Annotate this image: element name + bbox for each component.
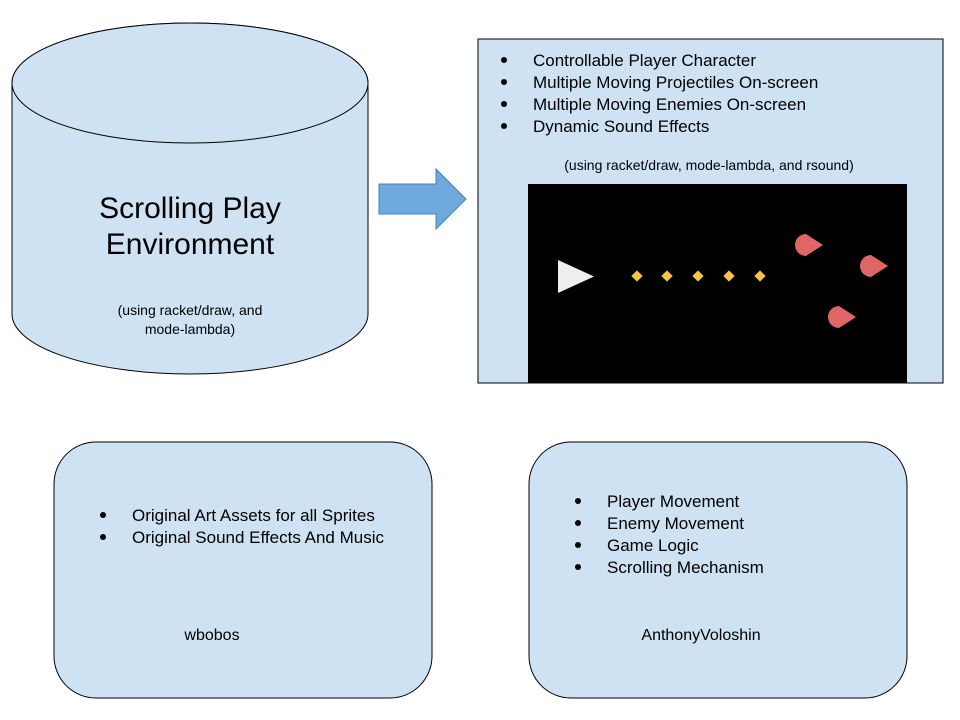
bullet-icon bbox=[575, 542, 581, 548]
feature-item: Multiple Moving Projectiles On-screen bbox=[533, 73, 818, 92]
bullet-icon bbox=[575, 498, 581, 504]
teardrop-icon bbox=[860, 255, 888, 277]
cylinder-note-line1: (using racket/draw, and bbox=[118, 302, 263, 318]
cylinder-title-line1: Scrolling Play bbox=[99, 192, 281, 225]
cylinder-title-line2: Environment bbox=[106, 228, 275, 261]
bullet-icon bbox=[100, 512, 106, 518]
teardrop-icon bbox=[828, 306, 856, 328]
anthony-item: Enemy Movement bbox=[607, 514, 744, 533]
diamond-icon bbox=[723, 270, 735, 282]
right-arrow bbox=[378, 167, 467, 231]
diamond-icon bbox=[692, 270, 704, 282]
features-box: Controllable Player Character Multiple M… bbox=[477, 38, 944, 384]
wbobos-box: Original Art Assets for all Sprites Orig… bbox=[53, 441, 433, 699]
bullet-icon bbox=[501, 57, 507, 63]
anthony-box-bg bbox=[528, 441, 908, 699]
cylinder-note-line2: mode-lambda) bbox=[145, 321, 235, 337]
anthony-item: Scrolling Mechanism bbox=[607, 558, 764, 577]
bullet-icon bbox=[501, 101, 507, 107]
anthony-name: AnthonyVoloshin bbox=[641, 627, 760, 644]
wbobos-name: wbobos bbox=[183, 627, 239, 644]
environment-cylinder: Scrolling Play Environment (using racket… bbox=[11, 22, 369, 375]
bullet-icon bbox=[575, 520, 581, 526]
wbobos-box-bg bbox=[53, 441, 433, 699]
bullet-icon bbox=[501, 123, 507, 129]
wbobos-item: Original Sound Effects And Music bbox=[132, 528, 384, 547]
anthony-item: Player Movement bbox=[607, 492, 740, 511]
anthony-item: Game Logic bbox=[607, 536, 699, 555]
feature-item: Dynamic Sound Effects bbox=[533, 117, 709, 136]
play-triangle-icon bbox=[558, 260, 594, 293]
anthony-box: Player Movement Enemy Movement Game Logi… bbox=[528, 441, 908, 699]
bullet-icon bbox=[100, 534, 106, 540]
teardrop-icon bbox=[795, 234, 823, 256]
feature-item: Multiple Moving Enemies On-screen bbox=[533, 95, 806, 114]
wbobos-item: Original Art Assets for all Sprites bbox=[132, 506, 375, 525]
features-note: (using racket/draw, mode-lambda, and rso… bbox=[564, 157, 853, 173]
bullet-icon bbox=[575, 564, 581, 570]
game-preview bbox=[528, 184, 907, 383]
feature-item: Controllable Player Character bbox=[533, 51, 756, 70]
bullet-icon bbox=[501, 79, 507, 85]
cylinder-top bbox=[11, 22, 369, 144]
diamond-icon bbox=[754, 270, 766, 282]
diamond-icon bbox=[661, 270, 673, 282]
game-screen bbox=[528, 184, 907, 383]
diamond-icon bbox=[631, 270, 643, 282]
